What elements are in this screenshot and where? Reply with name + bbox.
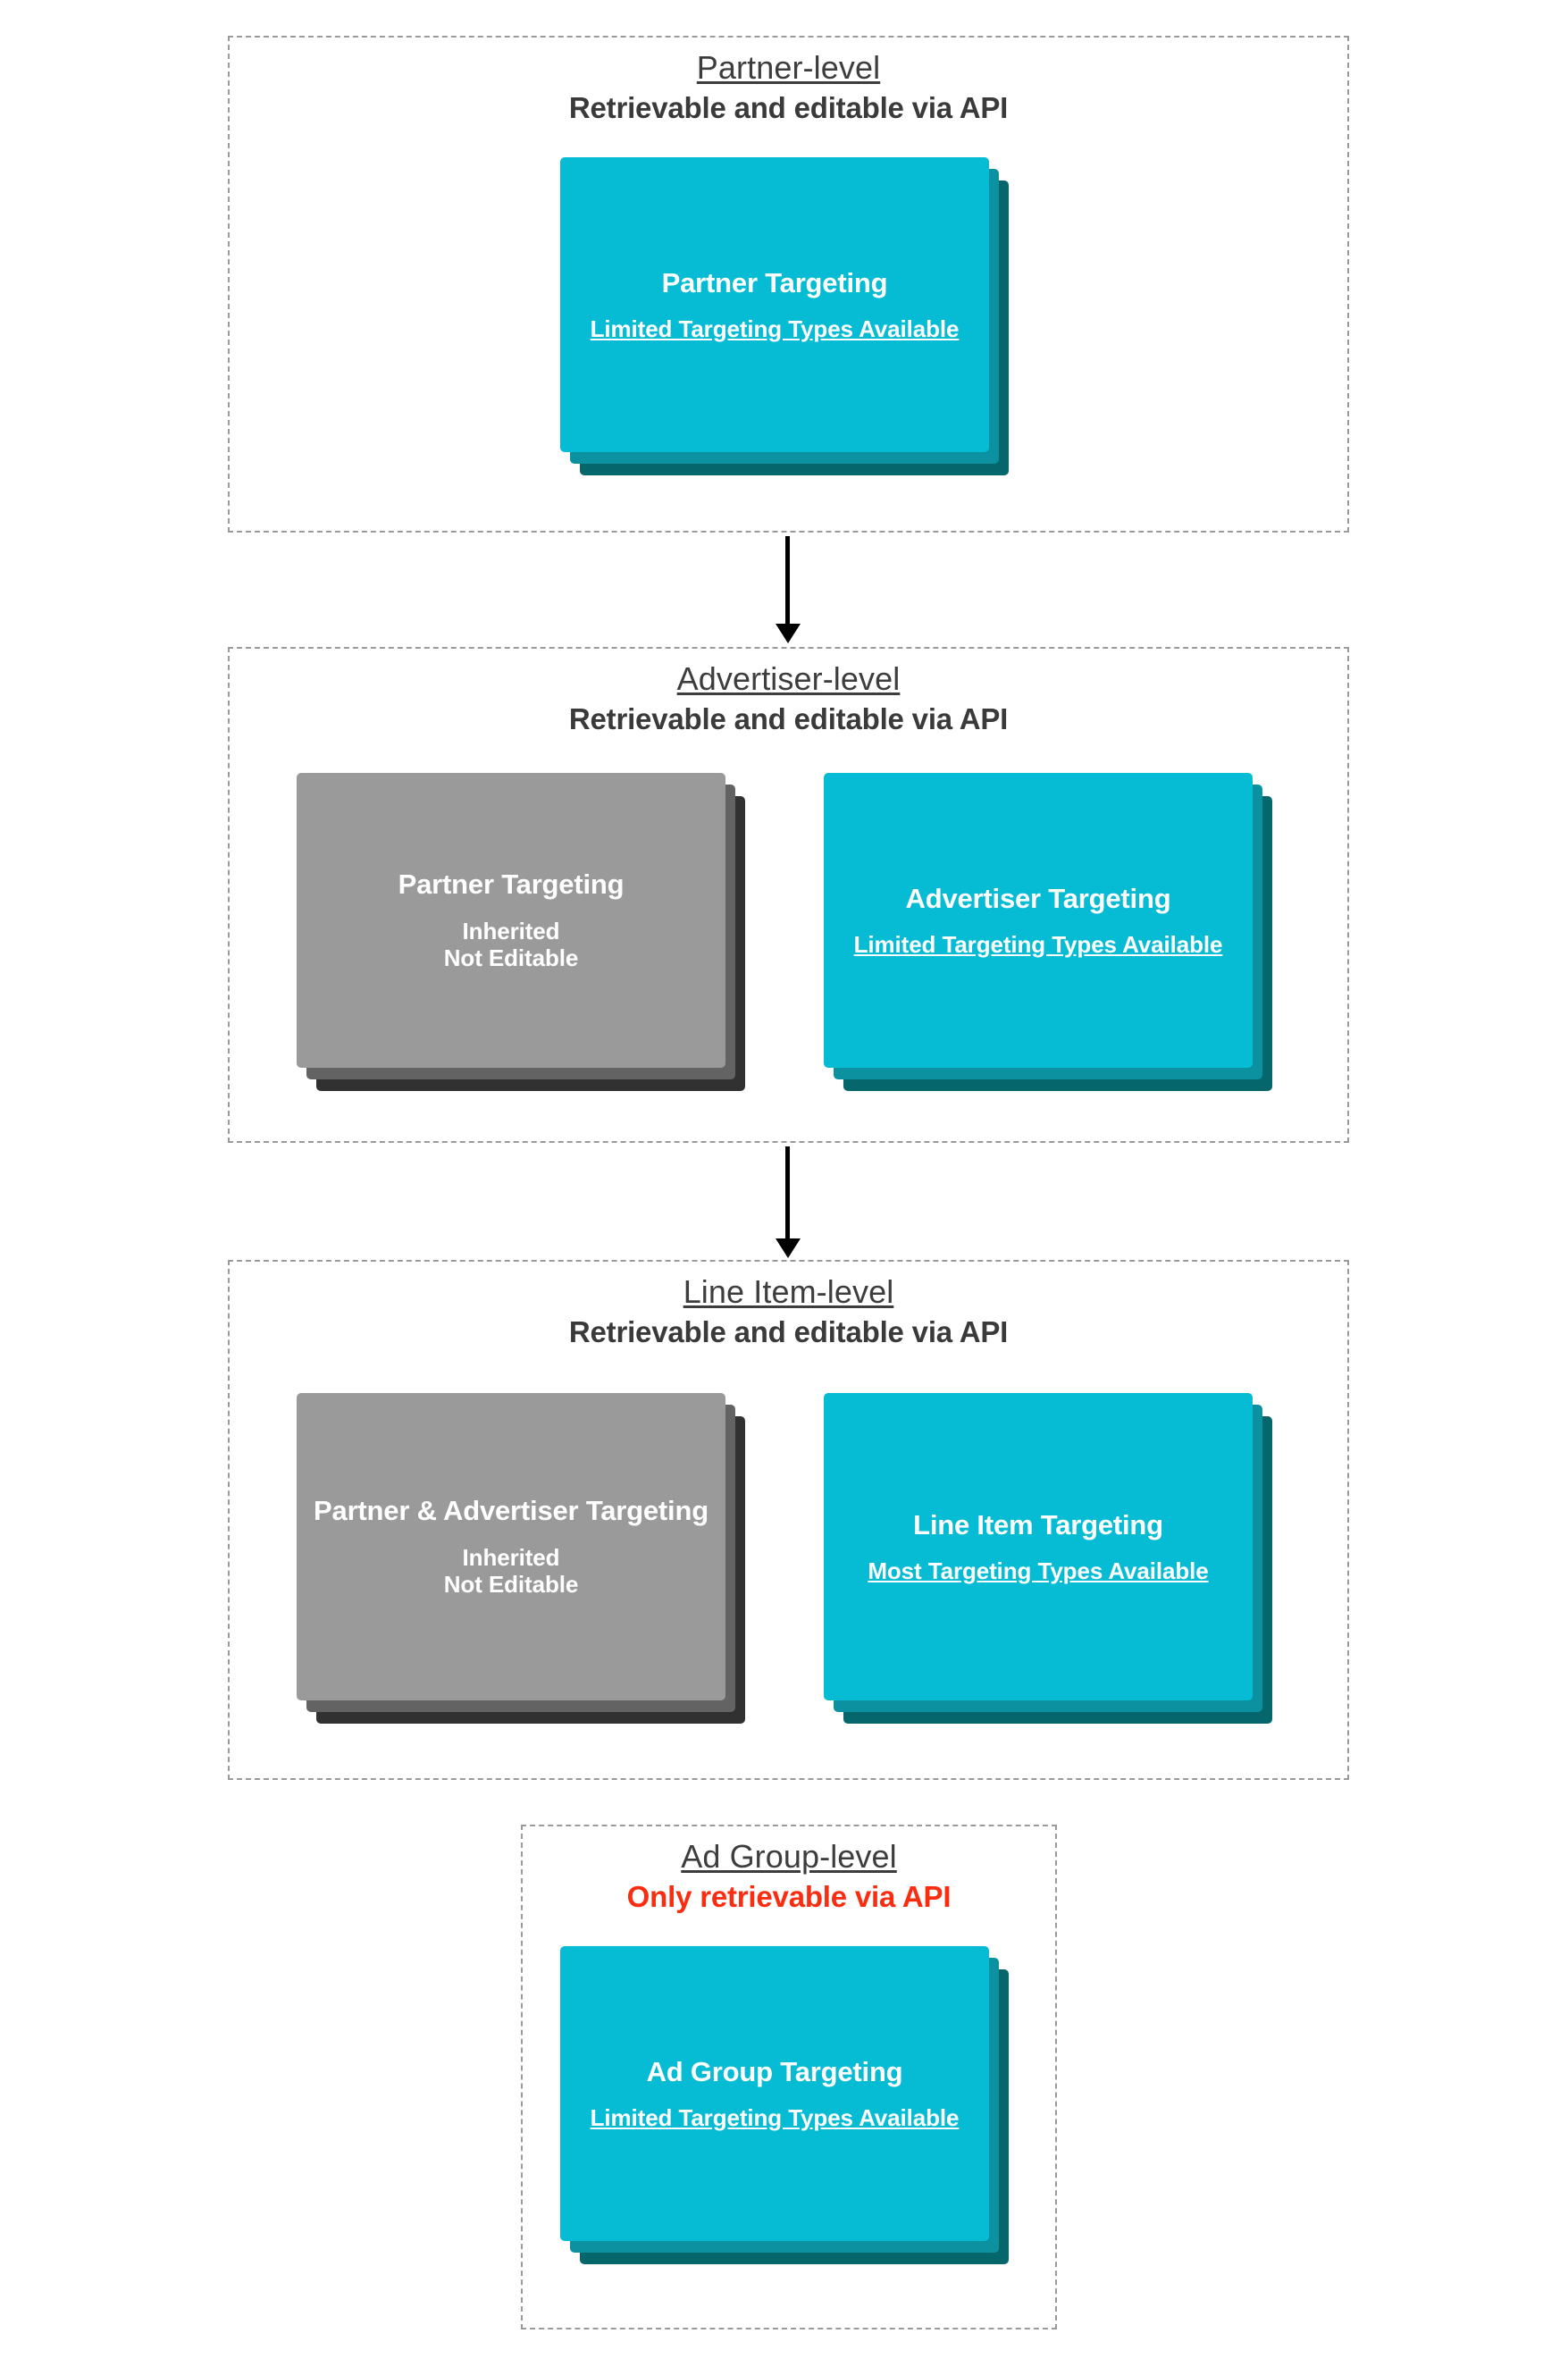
card-subtitle: Limited Targeting Types Available — [590, 2103, 960, 2131]
card-title: Partner Targeting — [398, 869, 625, 901]
level-title-advertiser: Advertiser-level — [676, 660, 901, 697]
card-ad-group-targeting[interactable]: Ad Group Targeting Limited Targeting Typ… — [560, 1946, 1025, 2273]
card-front-layer: Partner Targeting Limited Targeting Type… — [560, 157, 989, 452]
card-title: Partner & Advertiser Targeting — [314, 1495, 709, 1527]
level-title-partner: Partner-level — [696, 49, 881, 86]
card-front-layer: Partner Targeting Inherited Not Editable — [297, 773, 725, 1068]
connector-partner-to-advertiser — [770, 536, 806, 643]
card-advertiser-targeting[interactable]: Advertiser Targeting Limited Targeting T… — [824, 773, 1288, 1100]
card-title: Advertiser Targeting — [905, 882, 1171, 914]
card-subtitle: Inherited Not Editable — [443, 1543, 579, 1599]
card-front-layer: Line Item Targeting Most Targeting Types… — [824, 1393, 1253, 1700]
card-partner-targeting[interactable]: Partner Targeting Limited Targeting Type… — [560, 157, 1025, 484]
down-arrow-icon — [776, 624, 801, 643]
card-front-layer: Partner & Advertiser Targeting Inherited… — [297, 1393, 725, 1700]
card-subtitle: Limited Targeting Types Available — [590, 315, 960, 342]
level-title-line-item: Line Item-level — [683, 1273, 894, 1310]
card-partner-targeting-inherited[interactable]: Partner Targeting Inherited Not Editable — [297, 773, 761, 1100]
card-front-layer: Advertiser Targeting Limited Targeting T… — [824, 773, 1253, 1068]
level-box-ad-group: Ad Group-level Only retrievable via API … — [521, 1825, 1057, 2329]
card-line-item-targeting[interactable]: Line Item Targeting Most Targeting Types… — [824, 1393, 1288, 1733]
level-subtitle-advertiser: Retrievable and editable via API — [568, 702, 1009, 736]
card-subtitle: Inherited Not Editable — [443, 917, 579, 972]
level-subtitle-partner: Retrievable and editable via API — [568, 91, 1009, 125]
level-title-ad-group: Ad Group-level — [681, 1838, 897, 1875]
card-title: Partner Targeting — [661, 266, 888, 298]
down-arrow-icon — [776, 1238, 801, 1258]
down-arrow-shaft — [785, 536, 790, 625]
level-box-advertiser: Advertiser-level Retrievable and editabl… — [228, 647, 1349, 1143]
level-box-line-item: Line Item-level Retrievable and editable… — [228, 1260, 1349, 1780]
card-partner-advertiser-targeting-inherited[interactable]: Partner & Advertiser Targeting Inherited… — [297, 1393, 761, 1733]
connector-advertiser-to-line-item — [770, 1146, 806, 1258]
card-subtitle: Limited Targeting Types Available — [853, 930, 1223, 958]
card-title: Line Item Targeting — [913, 1508, 1163, 1540]
card-subtitle: Most Targeting Types Available — [868, 1557, 1209, 1584]
level-box-partner: Partner-level Retrievable and editable v… — [228, 36, 1349, 533]
card-title: Ad Group Targeting — [646, 2055, 903, 2087]
down-arrow-shaft — [785, 1146, 790, 1239]
card-front-layer: Ad Group Targeting Limited Targeting Typ… — [560, 1946, 989, 2241]
level-subtitle-ad-group: Only retrievable via API — [626, 1880, 952, 1914]
level-subtitle-line-item: Retrievable and editable via API — [568, 1315, 1009, 1349]
